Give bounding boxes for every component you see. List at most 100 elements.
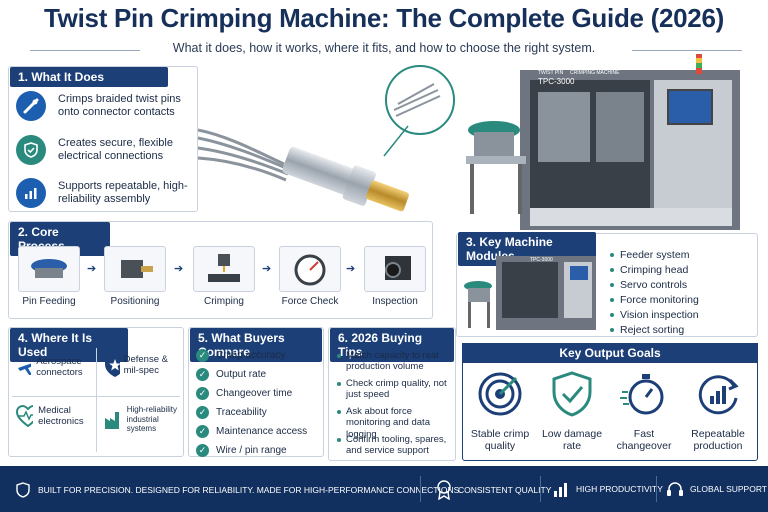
footer-badge-quality: CONSISTENT QUALITY: [436, 480, 551, 500]
airplane-icon: [18, 363, 32, 375]
check-icon: ✓: [196, 368, 209, 381]
pin-icon: [16, 91, 46, 121]
step-force-check: [279, 246, 341, 292]
where-item-medical: Medical electronics: [16, 405, 96, 428]
chart-up-icon: [16, 178, 46, 208]
step-label-pin-feeding: Pin Feeding: [22, 296, 76, 307]
where-item-industrial: High-reliability industrial systems: [104, 405, 182, 434]
tip-item: Check crimp quality, not just speed: [346, 378, 447, 401]
camera-icon: [385, 256, 411, 280]
output-goals-heading: Key Output Goals: [462, 343, 758, 363]
step-label-force-check: Force Check: [281, 296, 339, 307]
footer-divider: [656, 476, 657, 502]
machine-label-1: TPC-3000: [538, 77, 575, 86]
check-icon: ✓: [196, 387, 209, 400]
arrow-right-icon: ➔: [346, 263, 356, 275]
page-title: Twist Pin Crimping Machine: The Complete…: [44, 3, 724, 33]
goal-low-damage: Low damage rate: [541, 428, 603, 453]
bullet-icon: [337, 382, 341, 386]
what-item-1-text: Crimps braided twist pins onto connector…: [58, 92, 181, 118]
bullet-icon: [337, 354, 341, 358]
machine-label-3: CRIMPING MACHINE: [570, 70, 620, 76]
compare-item: ✓Changeover time: [196, 387, 292, 400]
what-item-2-text: Creates secure, flexible electrical conn…: [58, 136, 173, 162]
bar-chart-icon: [554, 483, 567, 497]
module-machine-label: TPC-3000: [530, 257, 553, 263]
where-divider-v: [96, 348, 97, 452]
compare-item: ✓Traceability: [196, 406, 267, 419]
compare-item: ✓Maintenance access: [196, 425, 307, 438]
gauge-icon: [294, 254, 326, 286]
goal-stable-crimp: Stable crimp quality: [470, 428, 530, 453]
what-item-3: Supports repeatable, high-reliability as…: [16, 178, 196, 208]
machine-label-2: TWIST PIN: [538, 70, 564, 76]
footer-divider: [540, 476, 541, 502]
step-label-crimping: Crimping: [203, 296, 244, 307]
where-used-heading: 4. Where It Is Used: [10, 328, 128, 362]
compare-item: ✓Wire / pin range: [196, 444, 287, 457]
buyers-compare-heading: 5. What Buyers Compare: [190, 328, 322, 362]
star-shield-icon: [105, 353, 120, 377]
compare-item: ✓Output rate: [196, 368, 266, 381]
tip-item: Ask about force monitoring and data logg…: [346, 406, 430, 440]
footer-badge-productivity: HIGH PRODUCTIVITY: [552, 480, 663, 498]
shield-check-icon: [552, 371, 592, 417]
what-item-2: Creates secure, flexible electrical conn…: [16, 135, 196, 165]
page-subtitle: What it does, how it works, where it fit…: [172, 41, 596, 55]
award-icon: [437, 480, 451, 500]
module-item: Vision inspection: [610, 309, 699, 321]
where-item-defense: Defense & mil-spec: [104, 352, 182, 378]
subtitle-rule-left: [30, 50, 140, 51]
machine-module-illustration: TPC-3000: [464, 256, 596, 330]
module-item: Feeder system: [610, 249, 689, 261]
footer-bar: BUILT FOR PRECISION. DESIGNED FOR RELIAB…: [0, 466, 768, 512]
what-item-3-text: Supports repeatable, high-reliability as…: [58, 179, 188, 205]
goal-fast-changeover: Fast changeover: [616, 428, 672, 453]
cycle-chart-icon: [698, 375, 739, 415]
tip-item: Match capacity to real production volume: [346, 350, 439, 373]
check-icon: ✓: [196, 406, 209, 419]
arrow-right-icon: ➔: [174, 263, 184, 275]
twist-pin-illustration: [198, 65, 455, 212]
check-icon: ✓: [196, 349, 209, 362]
crimping-machine-illustration: TPC-3000 TWIST PIN CRIMPING MACHINE: [466, 54, 740, 230]
stopwatch-icon: [620, 374, 664, 415]
shield-icon: [16, 482, 30, 498]
what-item-1: Crimps braided twist pins onto connector…: [16, 91, 196, 121]
feeder-bowl-icon: [31, 259, 67, 278]
step-label-positioning: Positioning: [110, 296, 160, 307]
check-icon: ✓: [196, 425, 209, 438]
compare-item: ✓Crimp accuracy: [196, 349, 285, 362]
bullet-icon: [337, 438, 341, 442]
footer-badge-support: GLOBAL SUPPORT: [666, 480, 767, 498]
target-icon: [478, 372, 522, 416]
shield-check-icon: [16, 135, 46, 165]
check-icon: ✓: [196, 444, 209, 457]
factory-icon: [105, 412, 119, 430]
arrow-right-icon: ➔: [262, 263, 272, 275]
module-item: Force monitoring: [610, 294, 699, 306]
crimp-press-icon: [208, 254, 240, 282]
headset-icon: [667, 482, 683, 496]
footer-tagline: BUILT FOR PRECISION. DESIGNED FOR RELIAB…: [16, 482, 462, 498]
footer-divider: [420, 476, 421, 502]
where-divider-h: [12, 396, 180, 397]
where-item-aerospace: Aerospace connectors: [16, 355, 96, 379]
module-item: Crimping head: [610, 264, 688, 276]
step-pin-feeding: [18, 246, 80, 292]
step-label-inspection: Inspection: [372, 296, 418, 307]
subtitle-rule-right: [632, 50, 742, 51]
module-item: Servo controls: [610, 279, 687, 291]
positioning-block-icon: [121, 260, 153, 278]
tip-item: Confirm tooling, spares, and service sup…: [346, 434, 447, 457]
step-inspection: [364, 246, 426, 292]
goal-repeatable-production: Repeatable production: [691, 428, 745, 453]
heart-pulse-icon: [16, 405, 34, 428]
what-it-does-heading: 1. What It Does: [10, 67, 168, 87]
bullet-icon: [337, 410, 341, 414]
arrow-right-icon: ➔: [87, 263, 97, 275]
step-crimping: [193, 246, 255, 292]
buying-tips-heading: 6. 2026 Buying Tips: [330, 328, 454, 362]
step-positioning: [104, 246, 166, 292]
module-item: Reject sorting: [610, 324, 684, 336]
